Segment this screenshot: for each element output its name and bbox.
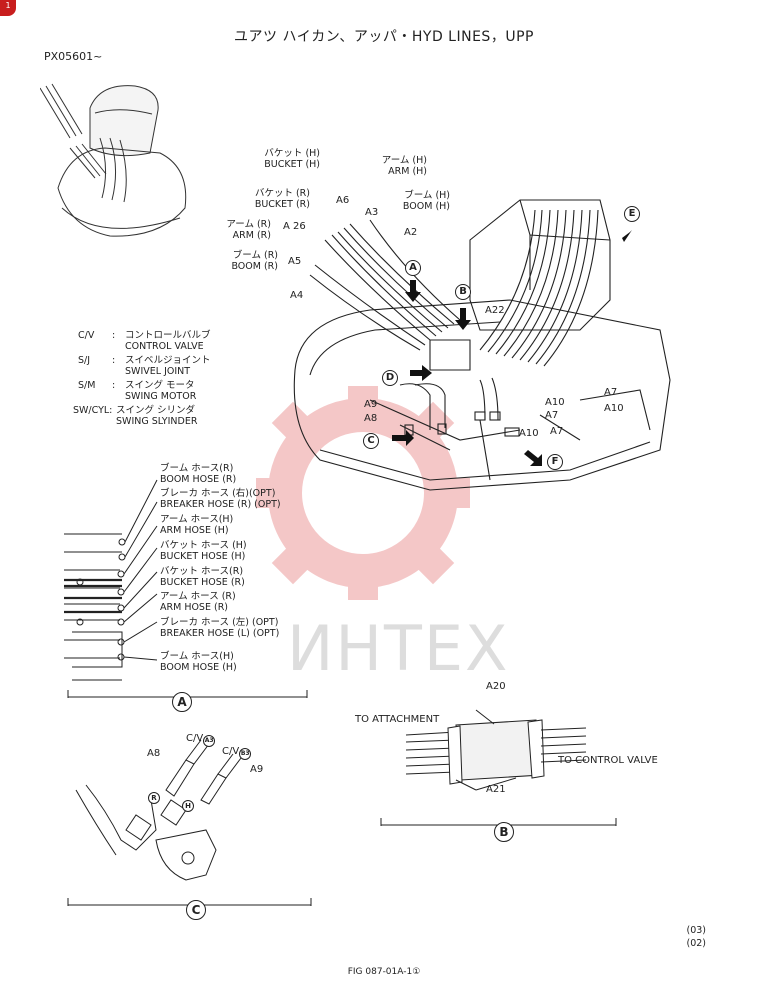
hose-tag-a8: A8	[364, 413, 378, 424]
hose-tag-a10-right: A10	[604, 403, 624, 414]
callout-view-f: F	[547, 454, 563, 470]
view-c-caption: C	[186, 900, 206, 920]
watermark-text: ИНТЕХ	[287, 612, 510, 685]
callout-view-b: B	[455, 284, 471, 300]
hose-tag-a4: A4	[290, 290, 304, 301]
callout-view-e: E	[624, 206, 640, 222]
revision-03: (03)	[686, 925, 706, 936]
view-b-caption: B	[494, 822, 514, 842]
legend-jp: スイベルジョイント	[125, 355, 211, 366]
marker-h: H	[182, 800, 194, 812]
revision-02: (02)	[686, 938, 706, 949]
callout-view-d: D	[382, 370, 398, 386]
label-boom-r: ブーム (R)BOOM (R)	[231, 250, 278, 272]
legend-key: S/J	[78, 355, 91, 366]
view-a-arm-hose-r: アーム ホース (R)ARM HOSE (R)	[160, 591, 236, 613]
hose-tag-a9-c: A9	[250, 764, 264, 775]
label-boom-h: ブーム (H)BOOM (H)	[402, 190, 450, 212]
legend-key: C/V	[78, 330, 95, 341]
label-bucket-r: バケット (R)BUCKET (R)	[254, 188, 310, 210]
view-a-boom-hose-r: ブーム ホース(R)BOOM HOSE (R)	[160, 463, 237, 485]
view-a-arm-hose-h: アーム ホース(H)ARM HOSE (H)	[160, 514, 234, 536]
hose-tag-a22: A22	[485, 305, 505, 316]
hose-tag-a7-upper: A7	[604, 387, 618, 398]
legend-jp: スイング シリンダ	[116, 405, 196, 416]
legend-en: SWING SLYINDER	[116, 416, 198, 427]
page-corner-badge: 1	[0, 0, 16, 16]
upper-frame-drawing	[293, 199, 671, 491]
legend-key: S/M	[78, 380, 96, 391]
hose-tag-a7-mid: A7	[545, 410, 559, 421]
view-c-fittings	[67, 739, 312, 906]
watermark-gear-logo	[256, 386, 470, 600]
view-a-caption: A	[172, 692, 192, 712]
legend-en: SWING MOTOR	[125, 391, 197, 402]
hose-tag-a2: A2	[404, 227, 418, 238]
hose-tag-a5: A5	[288, 256, 302, 267]
hose-tag-a10-lower: A10	[519, 428, 539, 439]
view-a-breaker-hose-r: ブレーカ ホース (右)(OPT)BREAKER HOSE (R) (OPT)	[160, 488, 281, 510]
hose-tag-a20: A20	[486, 681, 506, 692]
legend-key: SW/CYL:	[73, 405, 113, 416]
legend-en: CONTROL VALVE	[125, 341, 204, 352]
view-a-breaker-hose-l: ブレーカ ホース (左) (OPT)BREAKER HOSE (L) (OPT)	[160, 617, 280, 639]
legend-jp: スイング モータ	[125, 380, 195, 391]
hose-tag-a6: A6	[336, 195, 350, 206]
hose-tag-a21: A21	[486, 784, 506, 795]
view-a-bucket-hose-h: バケット ホース (H)BUCKET HOSE (H)	[160, 540, 247, 562]
callout-view-c: C	[363, 433, 379, 449]
legend-en: SWIVEL JOINT	[125, 366, 191, 377]
label-to-attachment: TO ATTACHMENT	[355, 714, 440, 725]
view-b-hose-sleeve	[380, 709, 617, 826]
serial-number: PX05601~	[44, 50, 103, 63]
page-title: ユアツ ハイカン、アッパ・HYD LINES，UPP	[234, 29, 534, 45]
cab-overview-sketch	[40, 83, 187, 237]
label-arm-h: アーム (H)ARM (H)	[381, 155, 427, 177]
hose-tag-a8-c: A8	[147, 748, 161, 759]
hose-tag-a9: A9	[364, 399, 378, 410]
legend-jp: コントロールバルブ	[125, 330, 211, 341]
label-to-control-valve: TO CONTROL VALVE	[558, 755, 658, 766]
view-a-boom-hose-h: ブーム ホース(H)BOOM HOSE (H)	[160, 651, 237, 673]
hose-tag-a7-lower: A7	[550, 426, 564, 437]
marker-r: R	[148, 792, 160, 804]
hose-tag-a10-upper: A10	[545, 397, 565, 408]
callout-view-a: A	[405, 260, 421, 276]
hose-tag-a3: A3	[365, 207, 379, 218]
hose-tag-a26: A 26	[283, 221, 306, 232]
label-arm-r: アーム (R)ARM (R)	[226, 219, 271, 241]
label-bucket-h: バケット (H)BUCKET (H)	[264, 148, 320, 170]
figure-number: FIG 087-01A-1①	[347, 967, 421, 977]
view-a-bucket-hose-r: バケット ホース(R)BUCKET HOSE (R)	[160, 566, 245, 588]
